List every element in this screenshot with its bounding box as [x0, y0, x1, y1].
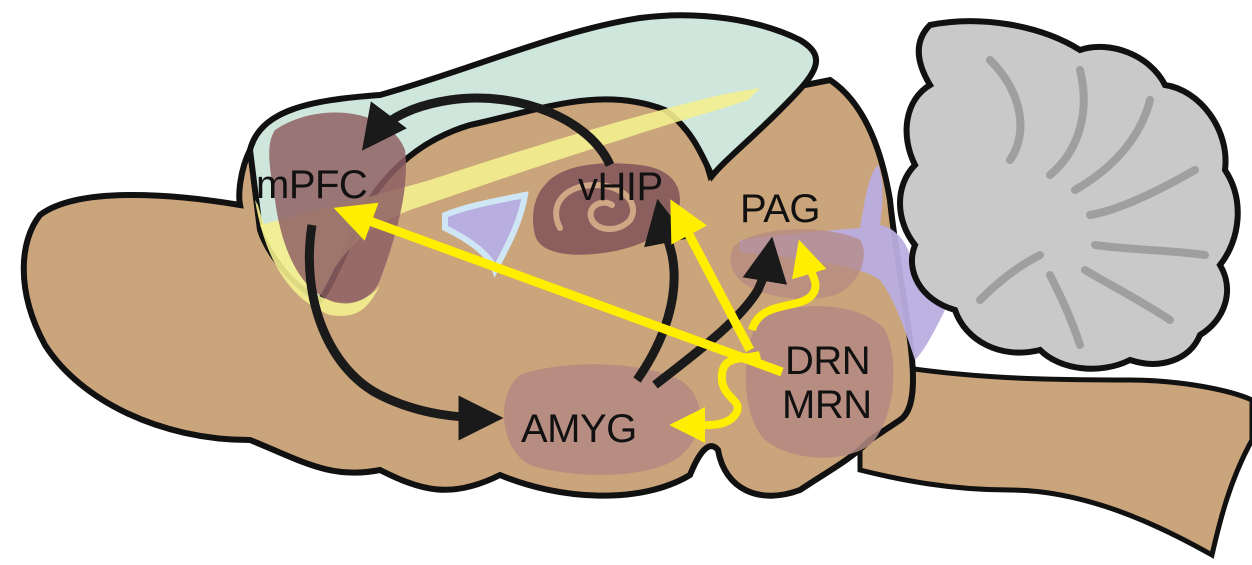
- label-drn: DRN: [785, 339, 870, 383]
- label-vhip: vHIP: [578, 165, 663, 209]
- label-mpfc: mPFC: [256, 163, 367, 207]
- label-amyg: AMYG: [521, 407, 637, 451]
- label-mrn: MRN: [782, 383, 872, 427]
- label-pag: PAG: [740, 187, 820, 231]
- brainstem: [860, 360, 1252, 555]
